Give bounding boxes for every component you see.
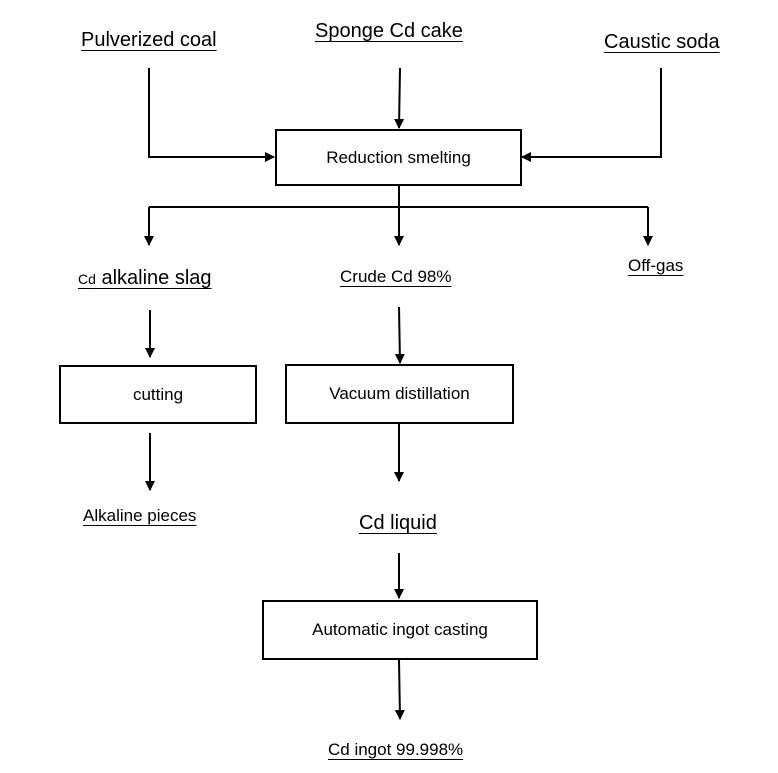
product-alkaline-pieces: Alkaline pieces (83, 506, 197, 525)
process-vacuum-distillation: Vacuum distillation (285, 364, 514, 424)
slag-label: alkaline slag (101, 267, 212, 289)
product-cd-alkaline-slag: Cd alkaline slag (78, 268, 212, 288)
arrow-soda-to-smelting (521, 68, 662, 162)
product-cd-liquid: Cd liquid (359, 512, 437, 534)
arrow-coal-to-smelting (148, 68, 275, 162)
product-off-gas: Off-gas (628, 256, 684, 275)
process-cutting-label: cutting (132, 384, 184, 404)
arrow-crude-to-vacuum (394, 306, 405, 364)
product-cd-ingot: Cd ingot 99.998% (328, 740, 464, 759)
process-reduction-smelting: Reduction smelting (275, 129, 522, 186)
product-crude-cd: Crude Cd 98% (340, 267, 452, 286)
arrow-sponge-to-smelting (394, 67, 405, 129)
arrow-casting-to-ingot (394, 659, 405, 720)
process-cutting: cutting (59, 365, 257, 424)
process-reduction-smelting-label: Reduction smelting (326, 147, 471, 167)
slag-prefix: Cd (78, 271, 96, 287)
process-vacuum-distillation-label: Vacuum distillation (329, 384, 470, 403)
process-automatic-ingot-casting-label: Automatic ingot casting (312, 620, 488, 639)
input-pulverized-coal: Pulverized coal (81, 29, 217, 51)
input-caustic-soda: Caustic soda (604, 31, 720, 53)
process-automatic-ingot-casting: Automatic ingot casting (262, 600, 538, 660)
input-sponge-cd-cake: Sponge Cd cake (315, 20, 463, 42)
